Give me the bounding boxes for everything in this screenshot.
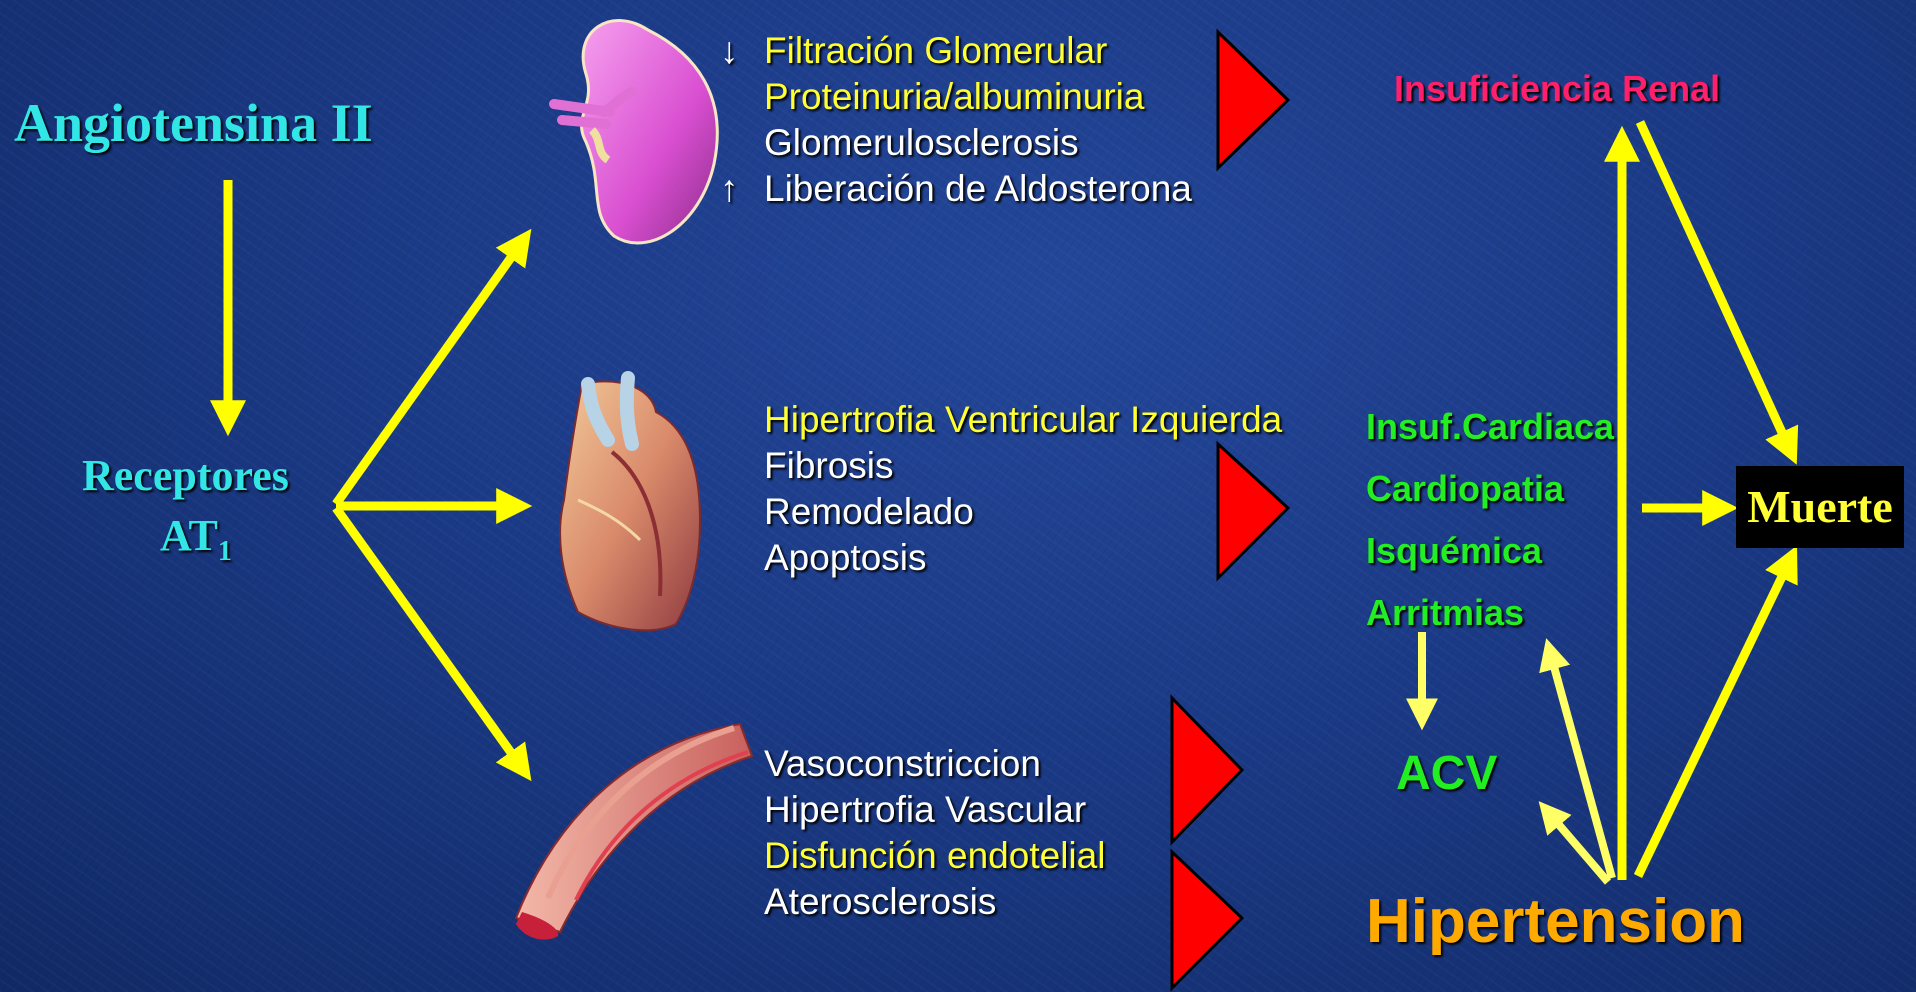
kidney-icon	[554, 21, 717, 243]
arrow-receptors-to-kidney	[336, 242, 522, 504]
arrow-hypertension-to-death	[1638, 560, 1790, 876]
cardiac-outcome-label: Arritmias	[1366, 592, 1524, 634]
kidney-effect-text: Proteinuria/albuminuria	[764, 76, 1144, 117]
kidney-effect-item: Glomerulosclerosis	[720, 120, 1192, 166]
page-title: Angiotensina II	[14, 92, 373, 154]
heart-effect-item: Apoptosis	[764, 535, 1282, 581]
vessel-effect-item: Hipertrofia Vascular	[764, 787, 1105, 833]
death-label: Muerte	[1736, 466, 1904, 548]
triangle-kidney	[1218, 32, 1288, 168]
increase-arrow-icon: ↑	[720, 166, 764, 212]
receptors-label: Receptores	[82, 450, 289, 501]
vessel-effect-item: Vasoconstriccion	[764, 741, 1105, 787]
triangle-vessel-1	[1172, 698, 1242, 842]
receptors-subscript: 1	[218, 536, 232, 567]
heart-effect-item: Remodelado	[764, 489, 1282, 535]
hypertension-label: Hipertension	[1366, 886, 1745, 957]
kidney-effect-text: Filtración Glomerular	[764, 30, 1107, 71]
renal-failure-label: Insuficiencia Renal	[1394, 68, 1720, 110]
cardiac-outcome-label: Insuf.Cardiaca	[1366, 406, 1614, 448]
receptors-at-text: AT	[160, 511, 218, 560]
vessel-effects-list: Vasoconstriccion Hipertrofia Vascular Di…	[764, 741, 1105, 925]
heart-effects-list: Hipertrofia Ventricular Izquierda Fibros…	[764, 397, 1282, 581]
kidney-effect-item: ↑Liberación de Aldosterona	[720, 166, 1192, 212]
cardiac-outcome-label: Cardiopatia	[1366, 468, 1564, 510]
heart-effect-item: Hipertrofia Ventricular Izquierda	[764, 397, 1282, 443]
heart-effect-item: Fibrosis	[764, 443, 1282, 489]
arrow-hypertension-to-arrhythmia	[1550, 652, 1612, 878]
decrease-arrow-icon: ↓	[720, 28, 764, 74]
kidney-effect-text: Glomerulosclerosis	[764, 122, 1079, 163]
kidney-effect-item: ↓Filtración Glomerular	[720, 28, 1192, 74]
receptors-at-label: AT1	[160, 510, 232, 568]
vessel-effect-item: Disfunción endotelial	[764, 833, 1105, 879]
kidney-effects-list: ↓Filtración Glomerular Proteinuria/album…	[720, 28, 1192, 212]
kidney-effect-item: Proteinuria/albuminuria	[720, 74, 1192, 120]
vessel-effect-item: Aterosclerosis	[764, 879, 1105, 925]
blood-vessel-icon	[516, 724, 752, 940]
arrow-receptors-to-vessel	[336, 508, 522, 768]
triangle-vessel-2	[1172, 852, 1242, 988]
cardiac-outcome-label: Isquémica	[1366, 530, 1542, 572]
stroke-label: ACV	[1396, 746, 1497, 801]
heart-icon	[560, 378, 700, 630]
kidney-effect-text: Liberación de Aldosterona	[764, 168, 1192, 209]
arrow-renal-to-death	[1640, 122, 1790, 450]
